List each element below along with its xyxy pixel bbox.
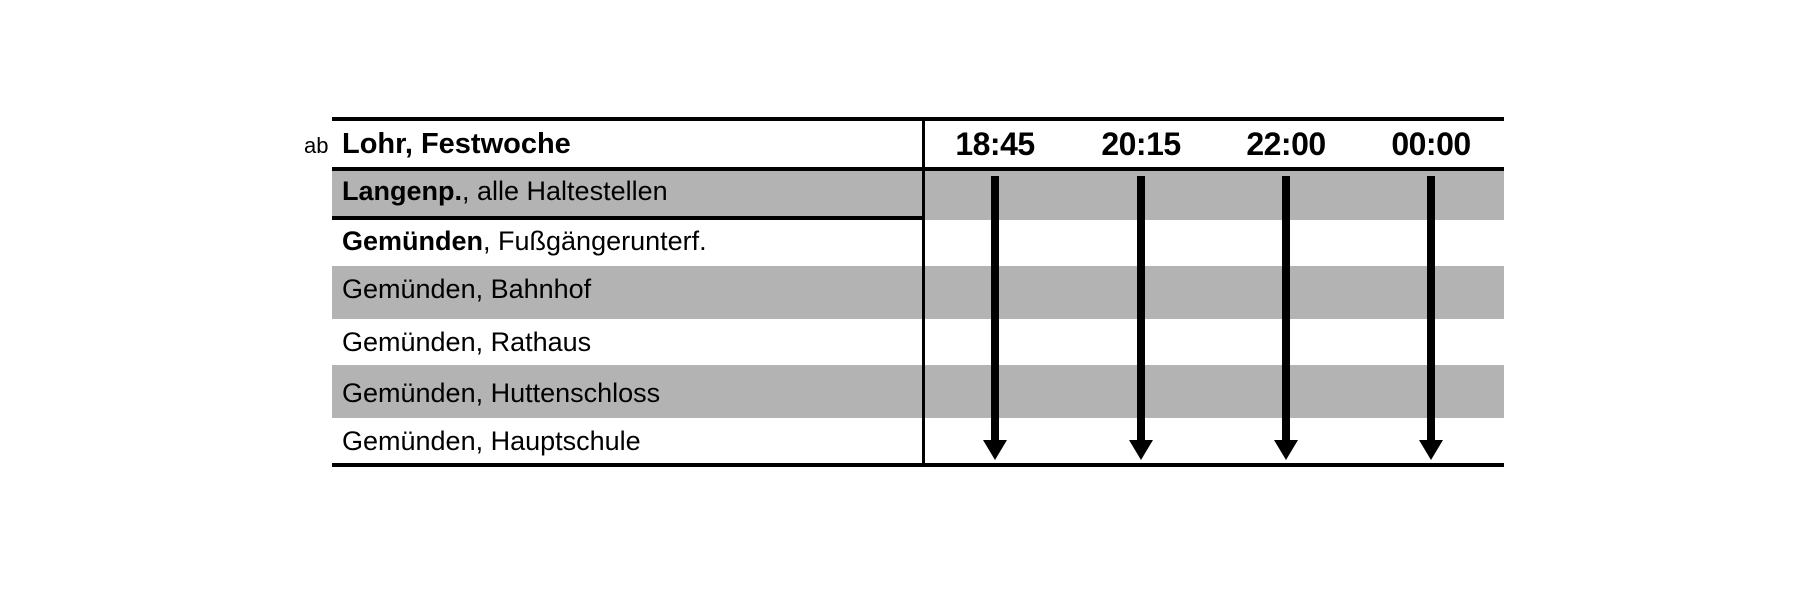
top-rule (332, 117, 1504, 121)
header-rule (332, 167, 1504, 171)
stop-name-1-bold: Langenp. (342, 176, 462, 206)
departure-time-3: 22:00 (1246, 126, 1326, 162)
down-arrow-icon (983, 176, 1007, 460)
stop-name-5: Gemünden, Huttenschloss (342, 378, 661, 408)
departure-time-1: 18:45 (955, 126, 1035, 162)
stop-name-6: Gemünden, Hauptschule (342, 426, 641, 456)
bottom-rule (332, 463, 1504, 467)
stop-name-2-bold: Gemünden (342, 226, 484, 256)
stop-name-4: Gemünden, Rathaus (342, 327, 592, 357)
row-bg-5 (332, 365, 1504, 418)
departure-prefix: ab (304, 133, 329, 158)
stop-name-1: Langenp., alle Haltestellen (342, 175, 668, 207)
stop-name-3: Gemünden, Bahnhof (342, 274, 592, 304)
down-arrow-icon (1274, 176, 1298, 460)
column-divider (922, 118, 925, 467)
row-bg-1 (332, 170, 1504, 220)
down-arrow-icon (1419, 176, 1443, 460)
stop-name-2: Gemünden, Fußgängerunterf. (342, 225, 707, 257)
down-arrow-icon (1129, 176, 1153, 460)
row-bg-3 (332, 266, 1504, 319)
departure-time-4: 00:00 (1391, 126, 1471, 162)
departure-time-2: 20:15 (1101, 126, 1181, 162)
first-stop-rule (332, 216, 924, 220)
origin-stop: Lohr, Festwoche (342, 128, 571, 160)
stop-name-1-rest: , alle Haltestellen (462, 176, 668, 206)
stop-name-2-rest: , Fußgängerunterf. (483, 226, 707, 256)
